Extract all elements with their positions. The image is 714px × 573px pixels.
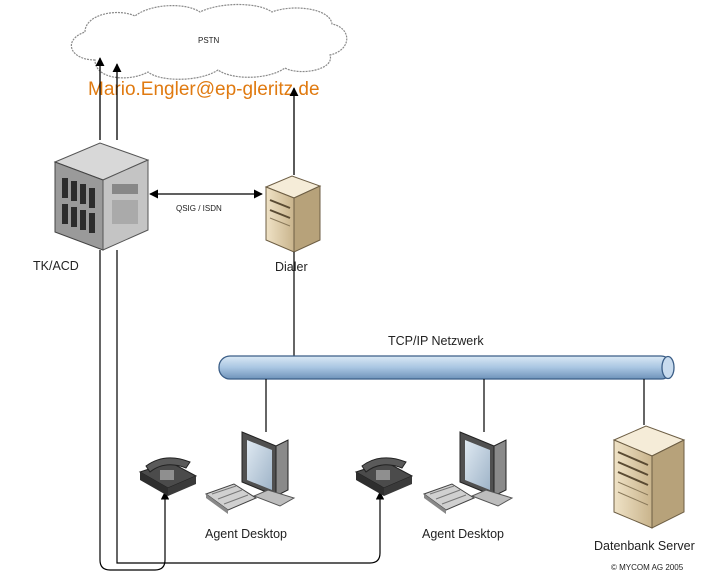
pstn-label: PSTN bbox=[198, 36, 220, 45]
dialer-tower-server-icon bbox=[264, 175, 322, 253]
database-tower-server-icon bbox=[612, 425, 686, 529]
pbx-server-icon bbox=[53, 142, 150, 251]
pstn-cloud: PSTN bbox=[70, 3, 348, 80]
copyright-text: © MYCOM AG 2005 bbox=[611, 563, 684, 572]
keyboard-icon bbox=[422, 483, 476, 514]
telephone-icon bbox=[138, 457, 198, 496]
agent2-workstation-icon bbox=[354, 431, 514, 514]
agent1-label: Agent Desktop bbox=[205, 527, 287, 541]
monitor-icon bbox=[241, 431, 296, 507]
dialer-label: Dialer bbox=[275, 260, 308, 274]
tk-acd-label: TK/ACD bbox=[33, 259, 79, 273]
monitor-icon bbox=[459, 431, 514, 507]
qsig-label: QSIG / ISDN bbox=[176, 204, 222, 213]
keyboard-icon bbox=[204, 483, 258, 514]
telephone-icon bbox=[354, 457, 414, 496]
watermark-text: Mario.Engler@ep-gleritz.de bbox=[88, 79, 320, 100]
datenbank-server-label: Datenbank Server bbox=[594, 539, 695, 553]
agent1-workstation-icon bbox=[138, 431, 296, 514]
network-label: TCP/IP Netzwerk bbox=[388, 334, 484, 348]
tk-phone-line-1 bbox=[99, 250, 170, 571]
agent2-label: Agent Desktop bbox=[422, 527, 504, 541]
tcpip-network-pipe bbox=[218, 355, 675, 380]
tk-phone-line-2 bbox=[116, 250, 385, 564]
